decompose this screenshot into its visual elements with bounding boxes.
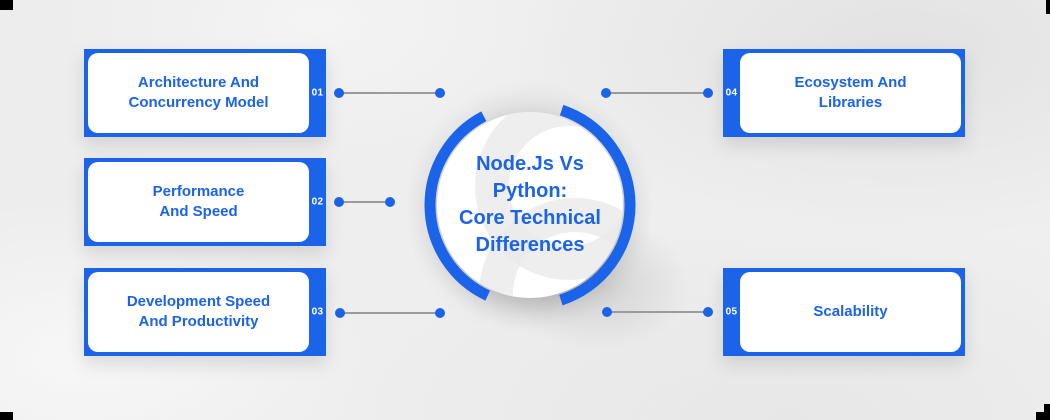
crop-mark-top-right: [1046, 0, 1050, 14]
topic-number-badge: 03: [311, 306, 324, 318]
topic-box-scalability: Scalability 05: [723, 268, 965, 356]
topic-number-badge: 05: [725, 306, 738, 318]
topic-label: Scalability: [813, 302, 888, 320]
topic-label: Performance And Speed: [152, 182, 245, 220]
topic-label: Architecture And Concurrency Model: [128, 73, 269, 111]
connector-dot: [385, 197, 395, 207]
topic-box-panel: Development Speed And Productivity: [88, 272, 309, 352]
topic-box-panel: Scalability: [740, 272, 961, 352]
crop-mark-top-left: [0, 0, 13, 10]
topic-box-development-speed: Development Speed And Productivity 03: [84, 268, 326, 356]
center-title: Node.Js Vs Python: Core Technical Differ…: [459, 153, 601, 256]
connector-dot: [601, 88, 611, 98]
connector-dot: [602, 307, 612, 317]
topic-box-panel: Ecosystem And Libraries: [740, 53, 961, 133]
hub-ring-arcs: [424, 104, 636, 306]
connector-line-05: [602, 307, 713, 317]
topic-number-badge: 04: [725, 87, 738, 99]
topic-box-ecosystem: Ecosystem And Libraries 04: [723, 49, 965, 137]
connector-line-04: [601, 88, 713, 98]
topic-box-panel: Architecture And Concurrency Model: [88, 53, 309, 133]
connector-dot: [334, 88, 344, 98]
crop-mark-bottom-right: [1036, 412, 1050, 420]
connector-line-01: [334, 88, 445, 98]
topic-number-badge: 02: [311, 196, 324, 208]
topic-box-performance: Performance And Speed 02: [84, 158, 326, 246]
connector-dot: [435, 308, 445, 318]
connector-line-03: [335, 308, 445, 318]
center-circle: Node.Js Vs Python: Core Technical Differ…: [437, 112, 623, 298]
topic-label: Ecosystem And Libraries: [794, 73, 907, 111]
connector-dot: [703, 307, 713, 317]
topic-number-badge: 01: [311, 87, 324, 99]
topic-box-panel: Performance And Speed: [88, 162, 309, 242]
connector-dot: [335, 308, 345, 318]
topic-box-architecture: Architecture And Concurrency Model 01: [84, 49, 326, 137]
topic-label: Development Speed And Productivity: [126, 292, 271, 330]
connector-dot: [334, 197, 344, 207]
connector-dot: [435, 88, 445, 98]
connector-dot: [703, 88, 713, 98]
crop-mark-bottom-left: [0, 412, 13, 420]
connector-line-02: [334, 197, 395, 207]
